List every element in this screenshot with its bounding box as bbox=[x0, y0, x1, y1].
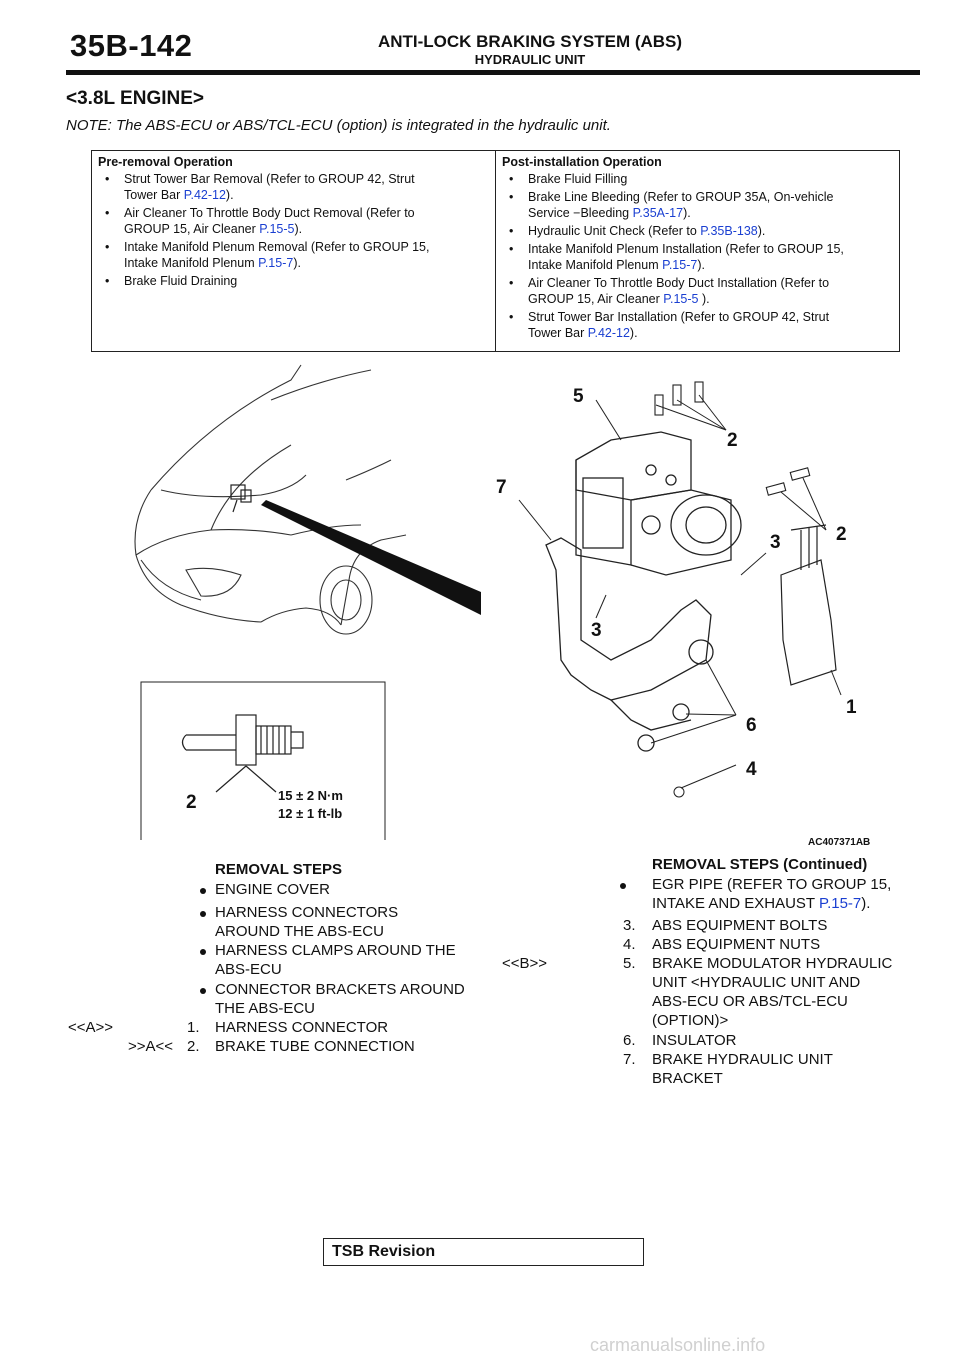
step-1: HARNESS CONNECTOR bbox=[215, 1019, 389, 1036]
step-2: BRAKE TUBE CONNECTION bbox=[215, 1038, 415, 1055]
watermark: carmanualsonline.info bbox=[590, 1335, 766, 1355]
step-harness-clamps: HARNESS CLAMPS AROUND THE bbox=[215, 942, 456, 959]
operation-table-divider bbox=[495, 150, 496, 352]
callout-4: 4 bbox=[746, 759, 757, 780]
removal-steps: REMOVAL STEPS ENGINE COVER HARNESS CONNE… bbox=[68, 861, 465, 1055]
callout-2: 2 bbox=[836, 524, 847, 545]
page-link[interactable]: P.15-7 bbox=[819, 895, 862, 912]
pre-removal-item: •Air Cleaner To Throttle Body Duct Remov… bbox=[105, 206, 415, 236]
torque-inset bbox=[140, 681, 386, 840]
header-rule bbox=[66, 70, 920, 75]
page-link[interactable]: P.15-5 bbox=[663, 292, 699, 306]
abs-ecu-bracket bbox=[545, 537, 714, 752]
section-heading: <3.8L ENGINE> bbox=[66, 88, 204, 109]
callout-3: 3 bbox=[591, 620, 602, 641]
step-6: INSULATOR bbox=[652, 1032, 737, 1049]
pre-removal-item: •Strut Tower Bar Removal (Refer to GROUP… bbox=[105, 172, 415, 202]
bullet bbox=[200, 911, 206, 917]
bullet bbox=[200, 988, 206, 994]
service-ref-a-out: >>A<< bbox=[128, 1038, 174, 1055]
bullet bbox=[620, 883, 626, 889]
step-3: ABS EQUIPMENT BOLTS bbox=[652, 917, 828, 934]
callout-6: 6 bbox=[746, 715, 757, 736]
harness-connector bbox=[780, 524, 837, 686]
post-install-item: •Hydraulic Unit Check (Refer to P.35B-13… bbox=[509, 224, 766, 238]
brake-tube-fitting bbox=[181, 714, 304, 793]
removal-steps-title: REMOVAL STEPS bbox=[215, 861, 342, 878]
page-link[interactable]: P.15-5 bbox=[259, 222, 295, 236]
step-4: ABS EQUIPMENT NUTS bbox=[652, 936, 821, 953]
callout-2: 2 bbox=[727, 430, 738, 451]
removal-steps-cont-title: REMOVAL STEPS (Continued) bbox=[652, 856, 868, 873]
note-text: NOTE: The ABS-ECU or ABS/TCL-ECU (option… bbox=[66, 117, 611, 134]
figure-code: AC407371AB bbox=[808, 837, 871, 848]
service-ref-b: <<B>> bbox=[502, 955, 548, 972]
page-subtitle: HYDRAULIC UNIT bbox=[474, 52, 586, 67]
car-illustration bbox=[134, 364, 407, 635]
abs-location-marker bbox=[230, 484, 252, 513]
bullet bbox=[200, 888, 206, 894]
inset-callout-2: 2 bbox=[186, 792, 197, 813]
service-ref-a-in: <<A>> bbox=[68, 1019, 114, 1036]
page-link[interactable]: P.15-7 bbox=[258, 256, 294, 270]
post-install-item: •Brake Line Bleeding (Refer to GROUP 35A… bbox=[509, 190, 834, 220]
page-link[interactable]: P.35B-138 bbox=[700, 224, 758, 238]
page-link[interactable]: P.35A-17 bbox=[632, 206, 684, 220]
page-number: 35B-142 bbox=[70, 28, 193, 63]
hydraulic-unit-diagram: 5 2 2 7 3 3 1 6 4 2 15 ± 2 N·m 12 ± 1 ft… bbox=[134, 364, 857, 840]
step-5: BRAKE MODULATOR HYDRAULIC bbox=[652, 955, 893, 972]
removal-steps-continued: REMOVAL STEPS (Continued) EGR PIPE (REFE… bbox=[502, 856, 893, 1087]
abs-hydraulic-unit bbox=[575, 431, 742, 576]
page-link[interactable]: P.15-7 bbox=[662, 258, 698, 272]
torque-imperial: 12 ± 1 ft-lb bbox=[278, 806, 342, 821]
bullet bbox=[200, 949, 206, 955]
post-install-item: •Intake Manifold Plenum Installation (Re… bbox=[509, 242, 844, 272]
page-link[interactable]: P.42-12 bbox=[587, 326, 630, 340]
callout-5: 5 bbox=[573, 386, 584, 407]
tsb-revision-box bbox=[323, 1238, 644, 1266]
post-install-title: Post-installation Operation bbox=[502, 155, 662, 169]
pre-removal-item: •Brake Fluid Draining bbox=[105, 274, 238, 288]
post-install-item: •Air Cleaner To Throttle Body Duct Insta… bbox=[509, 276, 830, 306]
callout-3: 3 bbox=[770, 532, 781, 553]
step-engine-cover: ENGINE COVER bbox=[215, 881, 331, 898]
pre-removal-item: •Intake Manifold Plenum Removal (Refer t… bbox=[105, 240, 430, 270]
callout-leaders bbox=[518, 394, 842, 789]
torque-metric: 15 ± 2 N·m bbox=[278, 788, 343, 803]
step-harness-connectors: HARNESS CONNECTORS bbox=[215, 904, 399, 921]
post-install-column: Post-installation Operation •Brake Fluid… bbox=[502, 154, 894, 343]
nut-4 bbox=[673, 786, 685, 798]
post-install-item: •Brake Fluid Filling bbox=[509, 172, 628, 186]
step-7: BRAKE HYDRAULIC UNIT bbox=[652, 1051, 833, 1068]
callout-7: 7 bbox=[496, 477, 507, 498]
brake-tube-connectors bbox=[654, 381, 811, 496]
step-connector-brackets: CONNECTOR BRACKETS AROUND bbox=[215, 981, 465, 998]
page-link[interactable]: P.42-12 bbox=[183, 188, 226, 202]
tsb-revision-label: TSB Revision bbox=[332, 1243, 436, 1260]
step-egr-pipe: EGR PIPE (REFER TO GROUP 15, bbox=[652, 876, 892, 893]
pre-removal-column: Pre-removal Operation •Strut Tower Bar R… bbox=[98, 154, 488, 291]
page-title: ANTI-LOCK BRAKING SYSTEM (ABS) bbox=[377, 32, 683, 51]
callout-1: 1 bbox=[846, 697, 857, 718]
post-install-item: •Strut Tower Bar Installation (Refer to … bbox=[509, 310, 830, 340]
pre-removal-title: Pre-removal Operation bbox=[98, 155, 233, 169]
callout-pointer bbox=[261, 500, 481, 615]
